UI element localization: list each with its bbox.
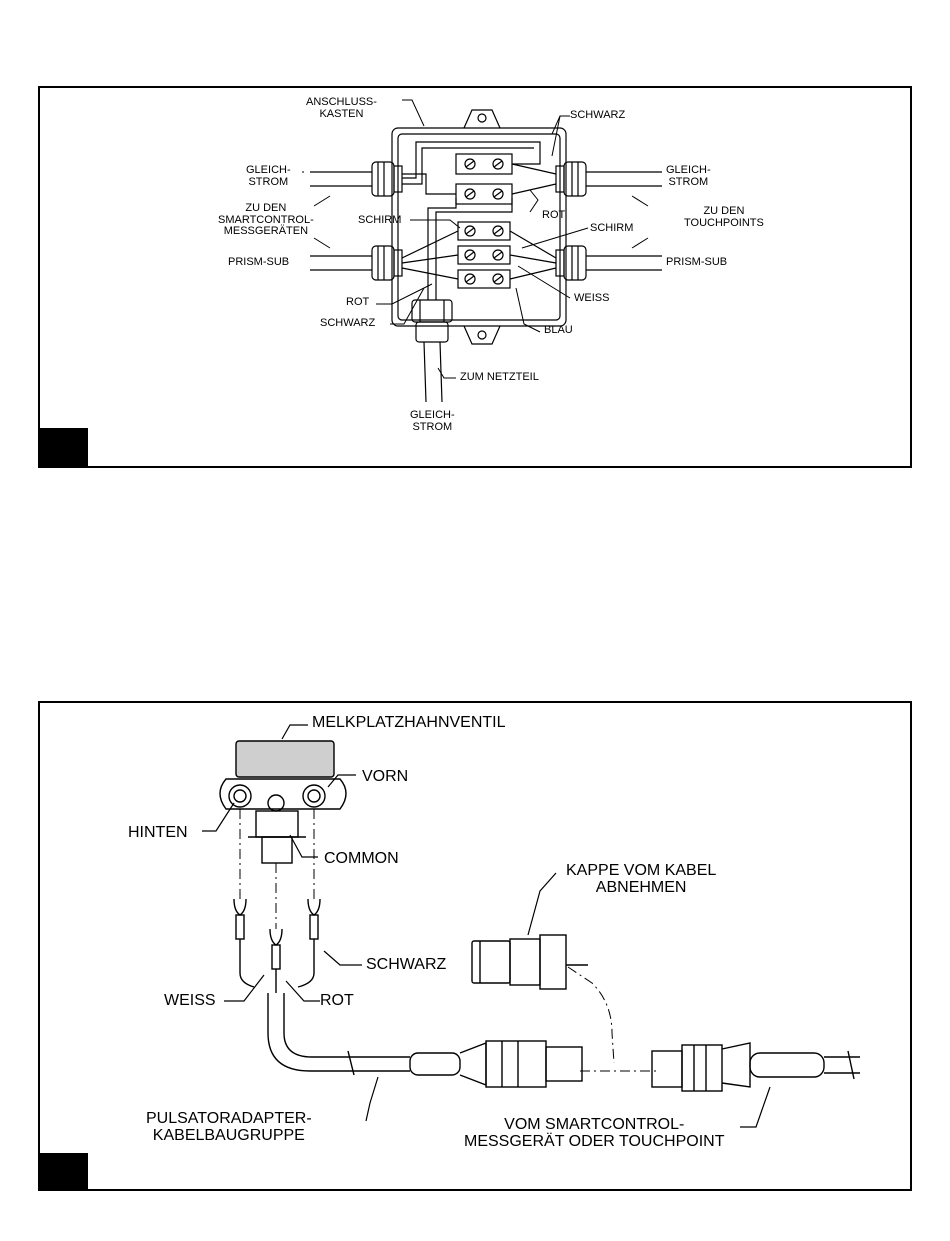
label-hinten: HINTEN (128, 824, 188, 841)
ring-terminal-schwarz (297, 898, 321, 988)
cable-prism-sub-right (555, 245, 662, 281)
label-weiss: WEISS (164, 992, 216, 1009)
label-zum-netzteil: ZUM NETZTEIL (460, 371, 539, 383)
figure-pulsator-adapter: MELKPLATZHAHNVENTIL VORN HINTEN COMMON K… (38, 701, 912, 1191)
terminal-block-4 (457, 245, 511, 265)
terminal-block-5 (457, 269, 511, 289)
cable-zum-netzteil (411, 299, 453, 403)
label-gleichstrom-bottom: GLEICH- STROM (410, 409, 455, 433)
label-kappe-vom-kabel-abnehmen: KAPPE VOM KABEL ABNEHMEN (566, 862, 717, 896)
label-vom-smartcontrol-messgeraet: VOM SMARTCONTROL- MESSGERÄT ODER TOUCHPO… (464, 1116, 725, 1150)
label-gleichstrom-left: GLEICH- STROM (246, 164, 291, 188)
mounting-hole-bottom (477, 330, 487, 340)
leader-lines (202, 724, 771, 1128)
label-gleichstrom-right: GLEICH- STROM (666, 164, 711, 188)
label-zu-den-touchpoints: ZU DEN TOUCHPOINTS (684, 205, 764, 229)
junction-box-inner-wall (397, 133, 561, 321)
label-pulsatoradapter-kabelbaugruppe: PULSATORADAPTER- KABELBAUGRUPPE (146, 1110, 312, 1144)
melkplatzhahnventil-valve (219, 740, 347, 864)
cable-prism-sub-left (310, 245, 403, 281)
label-schirm-right: SCHIRM (590, 222, 634, 234)
figure-corner-tab (40, 1153, 88, 1189)
mounting-tab-top (463, 109, 501, 129)
label-schirm-left: SCHIRM (358, 214, 402, 226)
label-rot: ROT (320, 992, 354, 1009)
label-anschlusskasten: ANSCHLUSS- KASTEN (306, 96, 377, 120)
cable-gleichstrom-left (310, 161, 403, 197)
terminal-block-2 (455, 183, 513, 205)
figure-corner-tab (40, 428, 88, 466)
ring-terminal-rot (269, 928, 283, 993)
label-weiss: WEISS (574, 292, 610, 304)
pulsator-adapter-drawing (202, 724, 860, 1128)
label-rot-top: ROT (542, 209, 566, 221)
guide-lines (239, 809, 660, 1072)
label-blau: BLAU (544, 324, 573, 336)
label-zu-den-smartcontrol: ZU DEN SMARTCONTROL- MESSGERÄTEN (218, 202, 314, 238)
ring-terminal-weiss (233, 898, 255, 988)
smartcontrol-connector (651, 1042, 860, 1092)
leader-lines (302, 99, 649, 379)
label-common: COMMON (324, 850, 399, 867)
cable-gleichstrom-right (555, 161, 662, 197)
junction-box-enclosure (391, 127, 567, 327)
label-vorn: VORN (362, 768, 409, 785)
label-rot-bottom: ROT (346, 296, 370, 308)
label-schwarz-bottom: SCHWARZ (320, 317, 376, 329)
kabelkappe-cap (471, 934, 588, 990)
internal-wiring (401, 141, 557, 300)
mounting-hole-top (477, 113, 487, 123)
figure-junction-box: ANSCHLUSS- KASTEN SCHWARZ GLEICH- STROM … (38, 86, 912, 468)
label-melkplatzhahnventil: MELKPLATZHAHNVENTIL (312, 714, 506, 731)
terminal-block-1 (455, 153, 513, 175)
junction-box-drawing (302, 99, 662, 403)
terminal-block-3 (457, 221, 511, 241)
mounting-tab-bottom (463, 325, 501, 345)
label-prism-sub-left: PRISM-SUB (228, 256, 290, 268)
label-schwarz: SCHWARZ (366, 956, 447, 973)
pulsatoradapter-cable (267, 993, 583, 1088)
label-schwarz-top: SCHWARZ (570, 109, 626, 121)
label-prism-sub-right: PRISM-SUB (666, 256, 728, 268)
